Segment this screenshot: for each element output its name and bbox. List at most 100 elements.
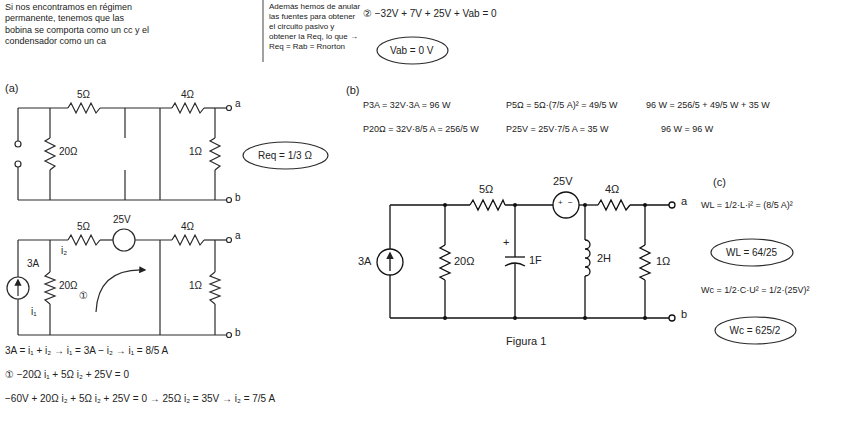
result-text-box: WL = 64/25 <box>726 246 777 259</box>
result-text: WL = 64/25 <box>726 246 777 259</box>
printed-circuit <box>640 245 650 280</box>
result-text-box: Vab = 0 V <box>390 44 433 57</box>
passive-circuit <box>15 103 232 203</box>
printed-circuit <box>669 315 675 321</box>
energy-equation: Wc = 1/2·C·U² = 1/2·(25V)² <box>700 285 811 296</box>
loop-circuit <box>49 304 50 335</box>
result-text-box: Req = 1/3 Ω <box>258 149 312 162</box>
loop-circuit <box>100 239 113 240</box>
printed-circuit <box>505 256 525 257</box>
loop-circuit <box>7 229 232 338</box>
resistor-label: 5Ω <box>76 89 91 102</box>
printed-circuit <box>630 204 669 205</box>
passive-circuit <box>18 199 226 200</box>
figure-caption: Figura 1 <box>505 335 547 349</box>
junction-dot <box>643 203 647 207</box>
resistor-label: 20Ω <box>58 280 79 293</box>
resistor-label: 1Ω <box>655 255 671 269</box>
printed-circuit <box>470 200 505 210</box>
circled-result: Wc = 625/2 <box>714 316 797 345</box>
passive-circuit <box>124 108 125 138</box>
source-label: 25V <box>112 214 132 227</box>
result-text: Wc = 625/2 <box>730 324 781 337</box>
printed-circuit <box>389 275 390 318</box>
terminal-label: b <box>234 192 242 205</box>
printed-circuit <box>390 317 669 318</box>
loop-circuit <box>68 235 100 245</box>
note-divider <box>263 0 264 62</box>
junction-dot <box>513 316 517 320</box>
power-equation: P20Ω = 32V·8/5 A = 256/5 W <box>362 124 480 135</box>
printed-circuit <box>553 192 579 218</box>
passive-circuit <box>15 161 21 167</box>
loop-circuit <box>96 270 145 312</box>
resistor-label: 20Ω <box>453 255 475 269</box>
part-marker: (b) <box>345 84 360 98</box>
printed-circuit <box>598 200 630 210</box>
printed-circuit <box>377 249 403 275</box>
terminal-label: a <box>680 195 688 209</box>
result-text: Req = 1/3 Ω <box>258 149 312 162</box>
printed-circuit <box>389 205 390 249</box>
loop-circuit <box>135 239 172 240</box>
resistor-label: 5Ω <box>76 221 91 234</box>
part-marker: (c) <box>712 176 727 190</box>
junction-dot <box>513 203 517 207</box>
note-divider <box>263 0 264 62</box>
passive-circuit <box>17 108 18 141</box>
power-equation: P25V = 25V·7/5 A = 35 W <box>505 124 610 135</box>
printed-circuit <box>505 204 553 205</box>
printed-circuit <box>584 276 585 318</box>
resistor-label: 4Ω <box>180 221 195 234</box>
loop-circuit <box>172 235 204 245</box>
circled-result: WL = 64/25 <box>710 238 794 267</box>
equation: 3A = i₁ + i₂ → i₁ = 3A − i₂ → i₁ = 8/5 A <box>4 345 169 358</box>
power-equation: P5Ω = 5Ω·(7/5 A)² = 49/5 W <box>505 100 619 111</box>
loop-circuit <box>17 299 18 335</box>
circled-result: Vab = 0 V <box>376 36 449 65</box>
passive-circuit <box>68 103 100 113</box>
junction-dot <box>583 316 587 320</box>
passive-circuit <box>227 106 232 111</box>
resistor-label: 20Ω <box>58 146 79 159</box>
terminal-label: a <box>234 98 242 111</box>
printed-circuit <box>440 245 450 280</box>
resistor-label: 5Ω <box>478 183 494 197</box>
handwritten-note: Además hemos de anular las fuentes para … <box>268 2 362 52</box>
junction-dot <box>443 203 647 320</box>
terminal-label: b <box>680 308 688 322</box>
loop-number: ① <box>78 290 89 303</box>
loop-circuit <box>214 240 215 272</box>
result-ring <box>711 239 793 266</box>
printed-circuit <box>584 205 585 240</box>
loop-circuit <box>113 229 135 251</box>
printed-circuit <box>579 204 598 205</box>
result-ring <box>243 142 328 169</box>
source-label: 3A <box>357 255 372 269</box>
power-balance: 96 W = 256/5 + 49/5 W + 35 W <box>645 100 771 111</box>
polarity-mark: − <box>567 198 574 208</box>
passive-circuit <box>214 170 215 200</box>
loop-circuit <box>210 272 220 304</box>
passive-circuit <box>159 108 160 200</box>
current-label: i₁ <box>30 306 38 319</box>
inductor-label: 2H <box>596 252 612 266</box>
passive-circuit <box>124 170 125 200</box>
resistor-label: 1Ω <box>188 146 203 159</box>
printed-circuit <box>644 280 645 318</box>
junction-dot <box>443 316 447 320</box>
result-ring <box>377 37 448 64</box>
polarity-mark: + <box>557 198 564 208</box>
equation: −60V + 20Ω i₂ + 5Ω i₂ + 25V = 0 → 25Ω i₂… <box>4 393 276 406</box>
passive-circuit <box>227 198 232 203</box>
result-text: Vab = 0 V <box>390 44 433 57</box>
resistor-label: 1Ω <box>188 280 203 293</box>
source-label: 25V <box>552 175 574 189</box>
handwritten-note: Si nos encontramos en régimen permanente… <box>4 2 154 47</box>
passive-circuit <box>49 108 50 138</box>
passive-circuit <box>17 167 18 200</box>
passive-circuit <box>100 107 172 108</box>
passive-circuit <box>49 170 50 200</box>
current-label: i₂ <box>60 245 68 258</box>
